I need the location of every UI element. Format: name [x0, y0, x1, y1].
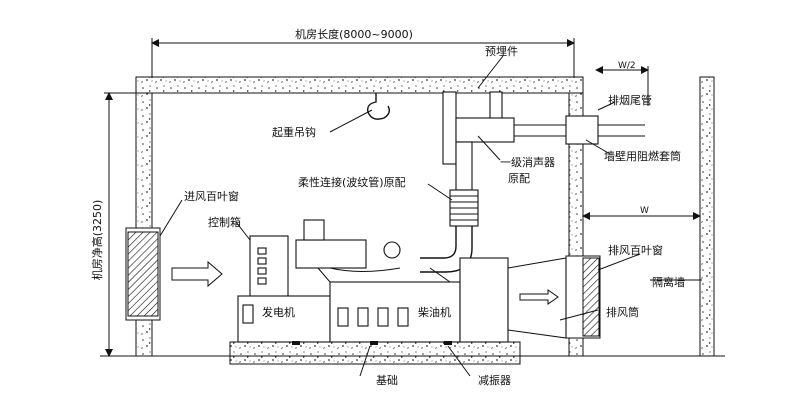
damper-1 — [292, 341, 300, 345]
turbo — [383, 241, 401, 259]
diesel-engine — [329, 281, 461, 343]
isolation-wall-label: 隔离墙 — [652, 275, 685, 289]
primary-muffler-label: 一级消声器 — [500, 155, 555, 169]
exhaust-louver-hatch — [582, 257, 600, 337]
vertical-exhaust-pipe — [455, 141, 473, 191]
embedded-part-label: 预埋件 — [485, 45, 518, 58]
control-box-label: 控制箱 — [208, 215, 241, 229]
leader-damper — [447, 345, 471, 377]
wall-sleeve-label: 墙壁用阻燃套筒 — [604, 149, 681, 163]
wall-sleeve — [565, 115, 599, 145]
generator-label: 发电机 — [262, 305, 295, 319]
damper-2 — [370, 341, 378, 345]
air-filter — [303, 219, 325, 241]
radiator — [459, 257, 509, 343]
engine-intake-manifold — [295, 239, 367, 269]
leader-intake — [159, 199, 183, 237]
intake-louver-label: 进风百叶窗 — [184, 189, 239, 203]
lifting-hook-label: 起重吊钩 — [272, 125, 316, 139]
exhaust-elbow — [420, 226, 457, 259]
exhaust-airflow-arrow-icon — [519, 289, 559, 305]
diesel-engine-label: 柴油机 — [418, 305, 451, 319]
leader-sleeve — [585, 139, 611, 155]
isolation-wall — [699, 76, 715, 357]
foundation-block — [229, 341, 521, 365]
flexible-joint-label: 柔性连接(波纹管)原配 — [298, 175, 406, 189]
leader-embedded — [477, 55, 504, 89]
leader-flex — [427, 183, 453, 201]
damper-3 — [444, 341, 452, 345]
intake-louver-hatch — [127, 231, 159, 317]
pipe-hanger — [442, 91, 457, 165]
w-half-label: W/2 — [618, 61, 636, 71]
exhaust-louver-label: 排风百叶窗 — [608, 243, 663, 257]
leader-muffler — [477, 135, 501, 161]
ceiling-slab — [135, 76, 584, 94]
leader-exhaust-louver — [597, 253, 641, 271]
leader-tailpipe — [597, 101, 616, 111]
leader-control — [235, 221, 251, 241]
room-height-label: 机房净高(3250) — [90, 200, 104, 281]
exhaust-tail-pipe-label: 排烟尾管 — [608, 93, 652, 107]
foundation-label: 基础 — [376, 374, 398, 387]
optional-label: 原配 — [508, 172, 530, 185]
leader-hook — [329, 109, 373, 133]
leader-foundation — [359, 345, 371, 377]
room-length-label: 机房长度(8000~9000) — [295, 27, 413, 41]
leader-duct — [559, 309, 599, 321]
intake-airflow-arrow-icon — [171, 260, 223, 288]
vibration-damper-label: 减振器 — [478, 373, 511, 387]
lifting-hook-icon — [366, 93, 391, 120]
w-label: W — [640, 206, 649, 216]
exhaust-duct-label: 排风筒 — [606, 305, 639, 319]
primary-muffler — [455, 117, 515, 143]
